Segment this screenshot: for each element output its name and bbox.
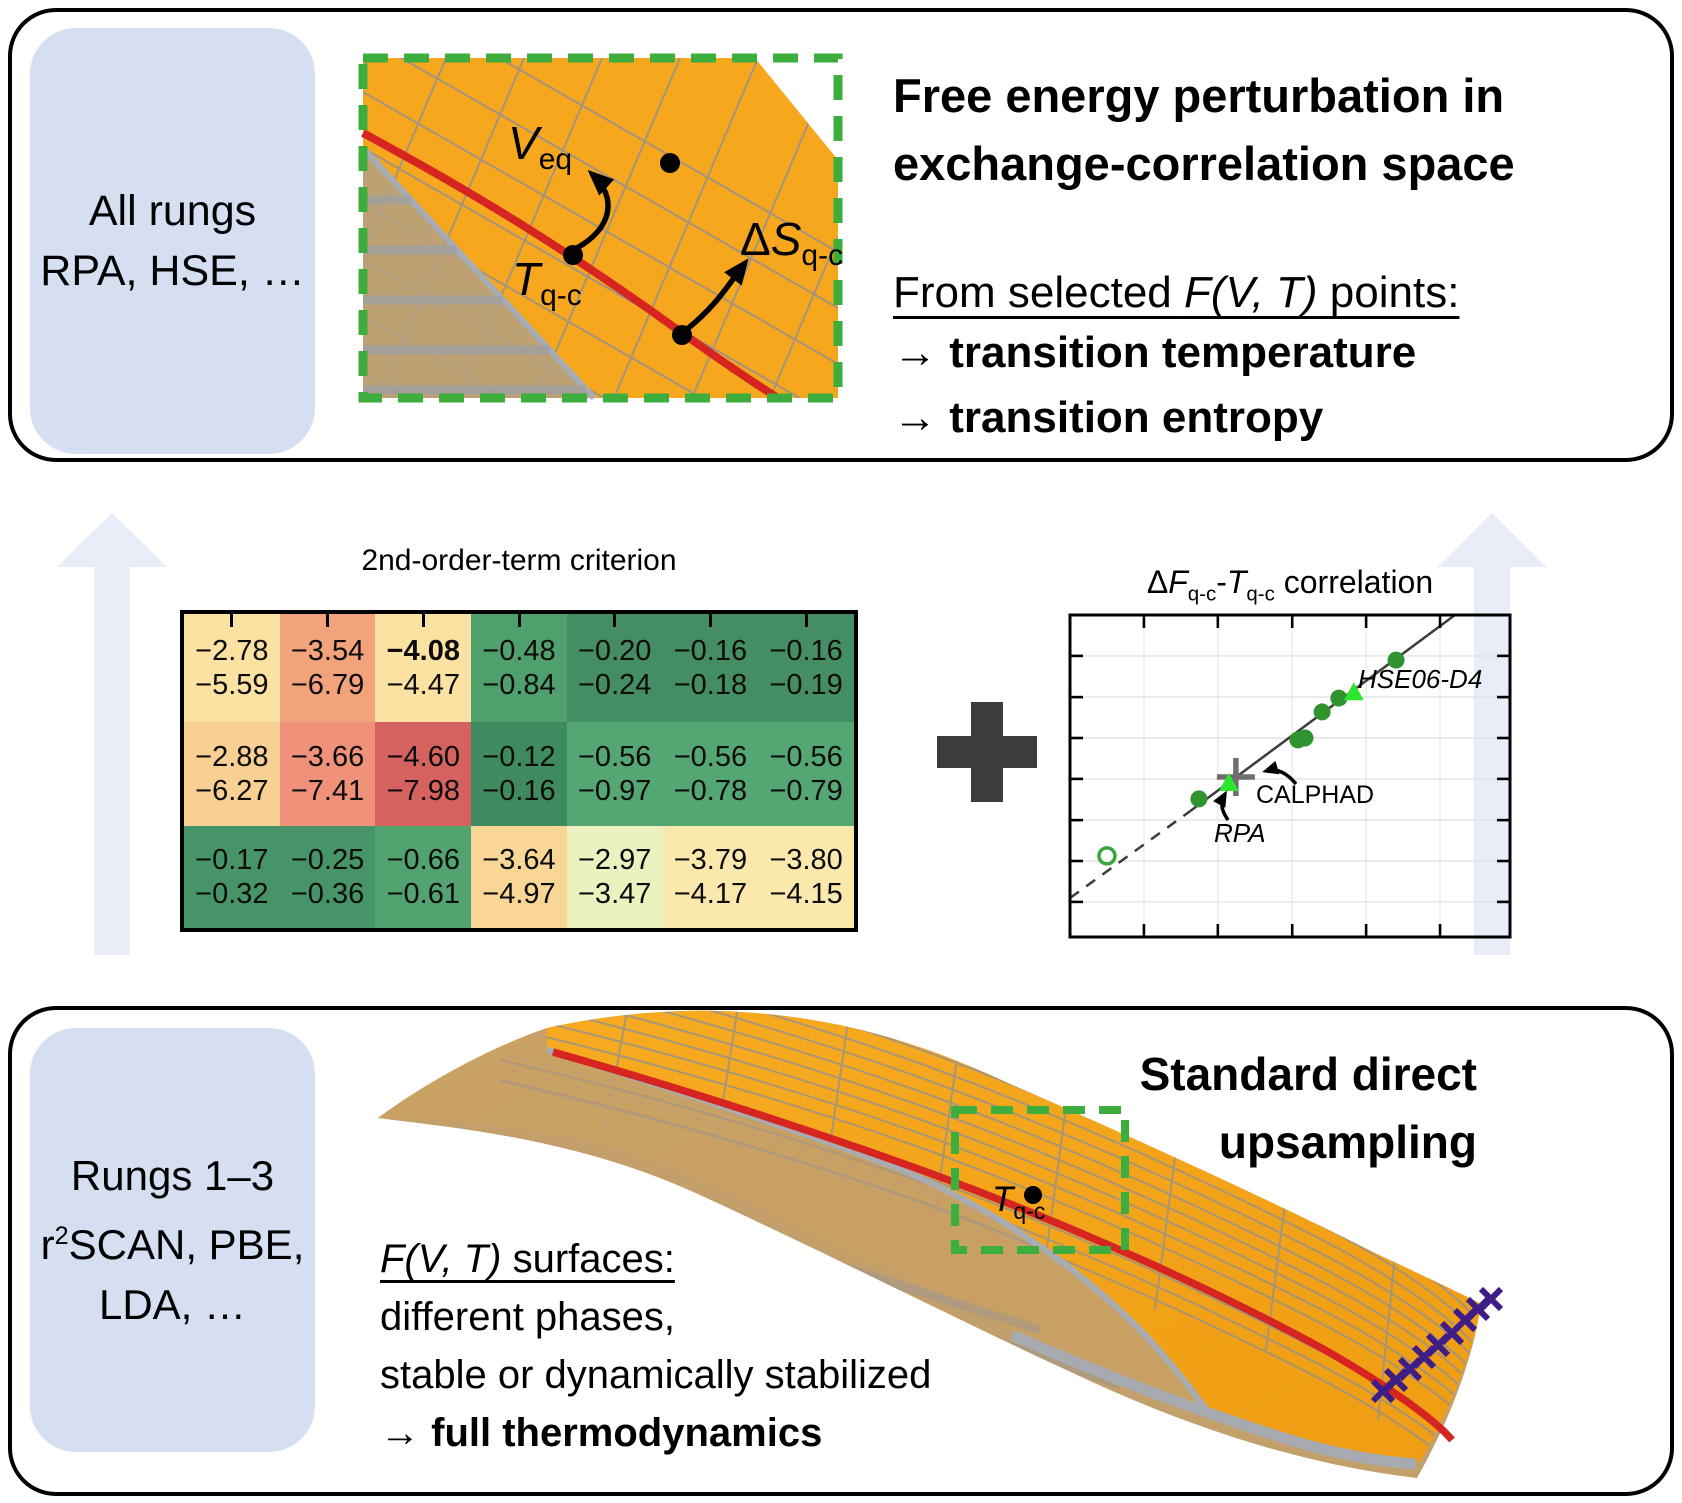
heatmap-cell: −0.20−0.24 [566, 614, 663, 722]
heatmap-cell: −0.12−0.16 [471, 722, 567, 826]
bullet-transition-entropy: → transition entropy [893, 393, 1324, 442]
tqc-point [1024, 1186, 1042, 1204]
fvt-surfaces-label: F(V, T) surfaces: [380, 1237, 675, 1281]
stability-line: stable or dynamically stabilized [380, 1353, 932, 1397]
heatmap-cell: −0.16−0.18 [662, 614, 759, 722]
upflow-arrow-left [57, 513, 167, 955]
badge-top-line2: RPA, HSE, … [40, 247, 305, 295]
calphad-arrow [1262, 760, 1298, 786]
heatmap-column-tick [708, 614, 712, 627]
plot-gridlines [1070, 615, 1510, 937]
heatmap-cell: −3.79−4.17 [662, 826, 759, 928]
transition-line [361, 129, 781, 402]
heatmap-cell: −0.25−0.36 [279, 826, 376, 928]
transition-line [551, 1048, 1455, 1443]
heatmap-column-tick [517, 614, 521, 627]
bottom-heading-line1: Standard direct [1139, 1048, 1477, 1100]
heatmap-cell: −0.16−0.19 [758, 614, 854, 722]
bullet-full-thermodynamics: → full thermodynamics [380, 1411, 823, 1455]
tqc-label: Tq-c [512, 253, 582, 313]
tqc-point [563, 245, 583, 265]
heatmap-cell: −4.08−4.47 [375, 614, 472, 722]
plot-border [1068, 613, 1512, 939]
bottom-text-block: F(V, T) surfaces: different phases, stab… [380, 1230, 931, 1462]
phase-hatch [363, 195, 586, 395]
heatmap-table: −2.78−5.59−3.54−6.79−4.08−4.47−0.48−0.84… [180, 610, 858, 932]
heatmap-column-tick [804, 614, 808, 627]
fvt-surface [378, 1010, 1504, 1478]
heatmap-cell: −0.17−0.32 [184, 826, 280, 928]
heatmap-cell: −3.54−6.79 [279, 614, 376, 722]
axis-ticks [1070, 615, 1510, 937]
veq-point [660, 153, 680, 173]
zoom-region-border [358, 53, 843, 403]
sampled-points-crosses [1370, 1286, 1504, 1404]
rpa-arrow [1213, 790, 1230, 822]
phases-line: different phases, [380, 1295, 676, 1339]
heatmap-cell: −2.78−5.59 [184, 614, 280, 722]
from-points-label: From selected F(V, T) points: [893, 268, 1460, 317]
tqc-label: Tq-c [992, 1180, 1046, 1224]
top-bullets: → transition temperature → transition en… [893, 320, 1416, 450]
second-phase-surface [378, 1028, 1205, 1408]
badge-bottom-line1: Rungs 1–3 [70, 1151, 275, 1199]
entropy-arrow [684, 258, 749, 333]
heatmap-column-tick [230, 614, 234, 627]
upflow-arrow-right [1437, 513, 1547, 955]
rpa-label: RPA [1214, 818, 1266, 848]
heatmap-column-tick [421, 614, 425, 627]
calphad-label: CALPHAD [1256, 781, 1375, 809]
correlation-plot [1068, 613, 1512, 939]
heatmap-cell: −0.56−0.97 [566, 722, 663, 826]
heatmap-cell: −3.66−7.41 [279, 722, 376, 826]
plus-icon [971, 702, 1003, 802]
bullet-transition-temperature: → transition temperature [893, 328, 1417, 377]
top-heading-line2: exchange-correlation space [893, 137, 1515, 190]
badge-bottom-line2: r2SCAN, PBE, [40, 1220, 305, 1268]
heatmap-title: 2nd-order-term criterion [361, 544, 677, 577]
xc-surface-inset [358, 53, 843, 403]
heatmap-cell: −3.80−4.15 [758, 826, 854, 928]
delta-s-label: ΔSq-c [740, 213, 844, 273]
heatmap-cell: −0.56−0.79 [758, 722, 854, 826]
top-heading: Free energy perturbation in exchange-cor… [893, 62, 1515, 198]
badge-top-line1: All rungs [88, 187, 257, 235]
bottom-heading: Standard direct upsampling [1140, 1040, 1477, 1176]
data-markers [1097, 651, 1405, 866]
badge-all-rungs: All rungs RPA, HSE, … [30, 28, 315, 454]
badge-bottom-line3: LDA, … [98, 1280, 247, 1328]
surface-edge-band [1009, 1329, 1417, 1470]
zoom-region-border [951, 1106, 1129, 1254]
bottom-heading-line2: upsampling [1218, 1116, 1477, 1168]
badge-rungs-1-3: Rungs 1–3 r2SCAN, PBE, LDA, … [30, 1028, 315, 1452]
hse06-d4-label: HSE06-D4 [1358, 664, 1483, 694]
phase-edge [360, 145, 597, 401]
top-heading-line1: Free energy perturbation in [893, 69, 1505, 122]
veq-arrow [575, 169, 615, 251]
heatmap-cell: −2.97−3.47 [566, 826, 663, 928]
heatmap-cell: −2.88−6.27 [184, 722, 280, 826]
heatmap-column-tick [326, 614, 330, 627]
veq-label: Veq [508, 117, 573, 177]
heatmap-cell: −0.66−0.61 [375, 826, 472, 928]
heatmap-cell: −0.48−0.84 [471, 614, 567, 722]
scatter-title: ΔFq-c-Tq-c correlation [1146, 564, 1434, 606]
heatmap-cell: −4.60−7.98 [375, 722, 472, 826]
heatmap-cell: −0.56−0.78 [662, 722, 759, 826]
heatmap-cell: −3.64−4.97 [471, 826, 567, 928]
heatmap-column-tick [613, 614, 617, 627]
